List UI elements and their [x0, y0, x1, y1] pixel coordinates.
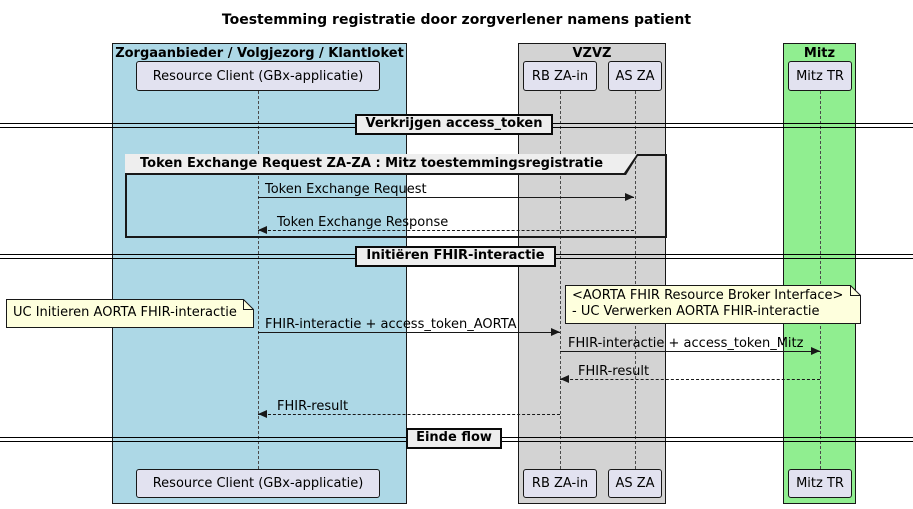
message-token-exchange-response-label: Token Exchange Response	[277, 215, 449, 230]
note-broker-interface-line2: - UC Verwerken AORTA FHIR-interactie	[572, 304, 820, 319]
divider-einde-flow: Einde flow	[406, 428, 502, 449]
lifeline-as-za	[635, 91, 636, 469]
participant-as-za-bottom: AS ZA	[608, 469, 662, 498]
arrowhead-left-icon	[258, 410, 267, 418]
divider-verkrijgen-access-token: Verkrijgen access_token	[355, 114, 553, 135]
arrowhead-right-icon	[811, 347, 820, 355]
message-fhir-result-client-line	[258, 414, 560, 415]
group-token-exchange-label: Token Exchange Request ZA-ZA : Mitz toes…	[140, 156, 604, 171]
box-mitz-title: Mitz	[803, 46, 836, 61]
note-shape-icon	[6, 299, 254, 328]
message-token-exchange-request-label: Token Exchange Request	[265, 182, 427, 197]
box-zorgaanbieder-title: Zorgaanbieder / Volgjezorg / Klantloket	[115, 46, 404, 61]
message-token-exchange-response-line	[258, 230, 634, 231]
participant-mitz-tr-top: Mitz TR	[788, 61, 852, 91]
message-fhir-interactie-aorta-line	[258, 332, 560, 333]
participant-resource-client-bottom: Resource Client (GBx-applicatie)	[136, 469, 380, 498]
participant-rb-za-in-top: RB ZA-in	[523, 61, 597, 91]
diagram-title: Toestemming registratie door zorgverlene…	[221, 12, 692, 28]
box-vzvz: VZVZ	[518, 43, 666, 504]
note-uc-initieren-text: UC Initieren AORTA FHIR-interactie	[13, 305, 237, 320]
arrowhead-right-icon	[625, 193, 634, 201]
arrowhead-left-icon	[560, 375, 569, 383]
arrowhead-right-icon	[551, 328, 560, 336]
note-uc-initieren: UC Initieren AORTA FHIR-interactie	[6, 299, 254, 328]
lifeline-rb-za-in	[560, 91, 561, 469]
box-vzvz-title: VZVZ	[572, 46, 612, 61]
participant-rb-za-in-bottom: RB ZA-in	[523, 469, 597, 498]
message-fhir-interactie-mitz-line	[560, 351, 820, 352]
participant-as-za-top: AS ZA	[608, 61, 662, 91]
box-mitz: Mitz	[783, 43, 856, 504]
message-fhir-result-mitz-label: FHIR-result	[578, 364, 650, 379]
lifeline-resource-client	[258, 91, 259, 469]
group-token-exchange-header	[125, 154, 639, 175]
message-fhir-result-client-label: FHIR-result	[277, 399, 349, 414]
lifeline-mitz-tr	[820, 91, 821, 469]
message-fhir-interactie-mitz-label: FHIR-interactie + access_token_Mitz	[568, 336, 804, 351]
note-shape-icon	[565, 285, 861, 324]
message-fhir-result-mitz-line	[560, 379, 820, 380]
note-broker-interface-line1: <AORTA FHIR Resource Broker Interface>	[572, 288, 844, 303]
message-fhir-interactie-aorta-label: FHIR-interactie + access_token_AORTA	[265, 317, 517, 332]
participant-mitz-tr-bottom: Mitz TR	[788, 469, 852, 498]
message-token-exchange-request-line	[258, 197, 634, 198]
group-token-exchange-header-fill	[125, 154, 637, 173]
note-broker-interface: <AORTA FHIR Resource Broker Interface> -…	[565, 285, 861, 324]
box-zorgaanbieder: Zorgaanbieder / Volgjezorg / Klantloket	[112, 43, 407, 504]
arrowhead-left-icon	[258, 226, 267, 234]
divider-initieren-fhir-interactie: Initiëren FHIR-interactie	[355, 246, 556, 267]
participant-resource-client-top: Resource Client (GBx-applicatie)	[136, 61, 380, 91]
